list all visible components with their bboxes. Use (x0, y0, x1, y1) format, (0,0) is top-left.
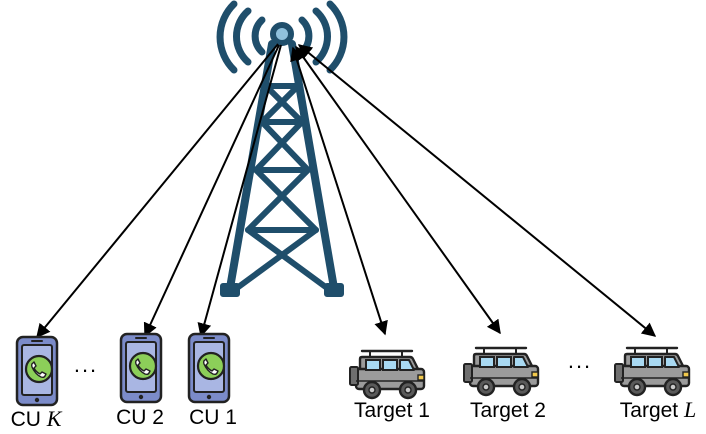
target-2-label: Target 2 (470, 399, 546, 422)
jeep-icon (613, 346, 691, 397)
jeep-icon (348, 349, 426, 400)
jeep-icon (462, 346, 540, 397)
smartphone-call-icon (119, 332, 163, 404)
downlink-arrows (36, 43, 282, 339)
targets-ellipsis: ... (567, 348, 593, 373)
users-ellipsis: ... (73, 352, 99, 377)
target-1-label: Target 1 (354, 399, 430, 422)
target-l-label: Target L (619, 397, 697, 422)
arrow-to-cu-k (36, 43, 279, 339)
cu-2-label: CU 2 (116, 406, 164, 429)
cu-k-label: CU K (10, 406, 62, 431)
arrow-to-cu-2 (143, 44, 280, 338)
smartphone-call-icon (15, 335, 59, 407)
arrow-target-l (297, 44, 657, 337)
sensing-arrows (290, 44, 657, 337)
cu-1-label: CU 1 (189, 406, 237, 429)
smartphone-call-icon (187, 332, 231, 404)
arrow-to-cu-1 (197, 44, 282, 338)
